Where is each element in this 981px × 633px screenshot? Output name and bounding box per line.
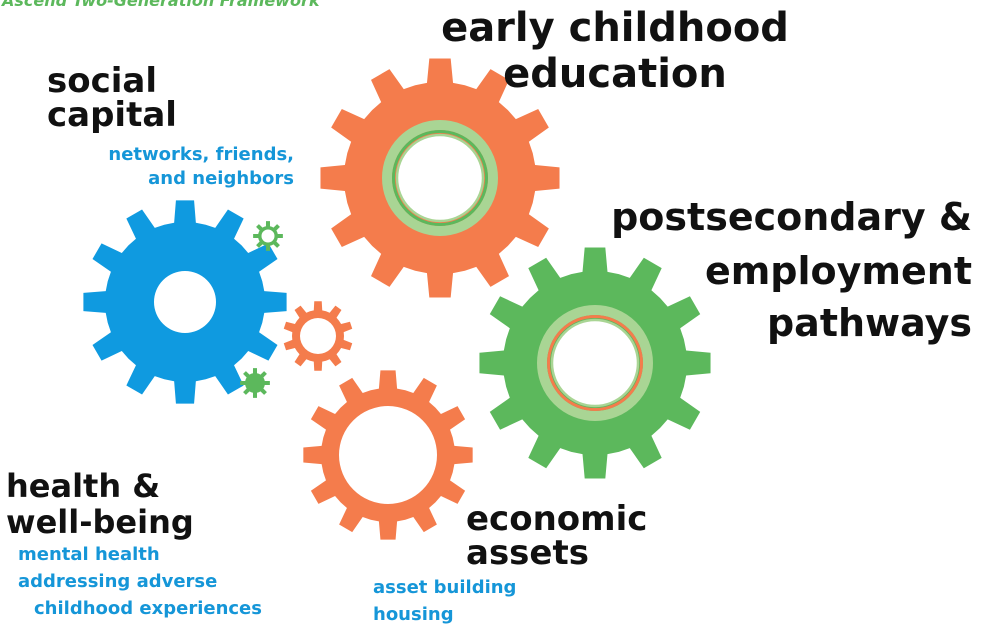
postsecondary-label: postsecondary & employment pathways — [560, 198, 972, 342]
social-capital-label: social capital — [47, 64, 177, 132]
gear-early-childhood-icon — [320, 58, 560, 298]
gear-postsecondary-ring-inner — [550, 318, 640, 408]
economic-line1: economic — [466, 499, 648, 539]
gear-postsecondary-icon — [479, 247, 711, 479]
gear-economic-assets-body — [303, 370, 473, 540]
social-capital-sub1: networks, friends, — [108, 144, 294, 165]
health-sub2: addressing adverse — [18, 571, 218, 592]
gear-postsecondary-body — [479, 247, 711, 479]
social-capital-sub2: and neighbors — [148, 168, 294, 190]
health-sub3: childhood experiences — [34, 598, 262, 619]
gear-economic-assets-icon — [303, 370, 473, 540]
gear-early-childhood-body — [320, 58, 560, 298]
gear-early-childhood-ring-inner — [395, 133, 485, 223]
early-childhood-line2: education — [503, 51, 727, 97]
gear-small-green-bottom-icon — [240, 368, 270, 398]
social-capital-sublabel: networks, friends, and neighbors — [64, 143, 294, 192]
framework-title: Ascend Two-Generation Framework — [2, 0, 320, 10]
postsecondary-line1: postsecondary & — [611, 195, 972, 239]
health-line2: well-being — [6, 503, 194, 541]
gear-social-capital-icon — [83, 200, 287, 404]
economic-sub2: housing — [373, 604, 454, 625]
gear-postsecondary-ring-middle — [547, 315, 643, 411]
health-sub1: mental health — [18, 544, 160, 565]
gear-small-green-bottom-body — [240, 368, 270, 398]
health-line1: health & — [6, 467, 161, 505]
health-sublabel: mental health addressing adverse childho… — [18, 541, 262, 622]
economic-sub1: asset building — [373, 577, 517, 598]
social-capital-line2: capital — [47, 95, 177, 135]
health-label: health & well-being — [6, 470, 194, 538]
social-capital-line1: social — [47, 61, 158, 101]
gear-small-green-top-icon — [253, 221, 283, 251]
gear-postsecondary-ring-outer — [537, 305, 653, 421]
gear-early-childhood-ring-middle — [392, 130, 488, 226]
gear-small-green-top-body — [253, 221, 283, 251]
gear-early-childhood-ring-outer — [382, 120, 498, 236]
gear-small-orange-icon — [283, 301, 353, 371]
postsecondary-line2: employment — [704, 249, 972, 293]
early-childhood-line1: early childhood — [441, 5, 789, 51]
gear-social-capital-body — [83, 200, 287, 404]
economic-line2: assets — [466, 533, 589, 573]
economic-assets-label: economic assets — [466, 502, 647, 570]
gear-small-orange-body — [283, 301, 353, 371]
economic-assets-sublabel: asset building housing — [373, 574, 516, 628]
postsecondary-line3: pathways — [766, 301, 972, 345]
early-childhood-label: early childhood education — [440, 8, 790, 94]
